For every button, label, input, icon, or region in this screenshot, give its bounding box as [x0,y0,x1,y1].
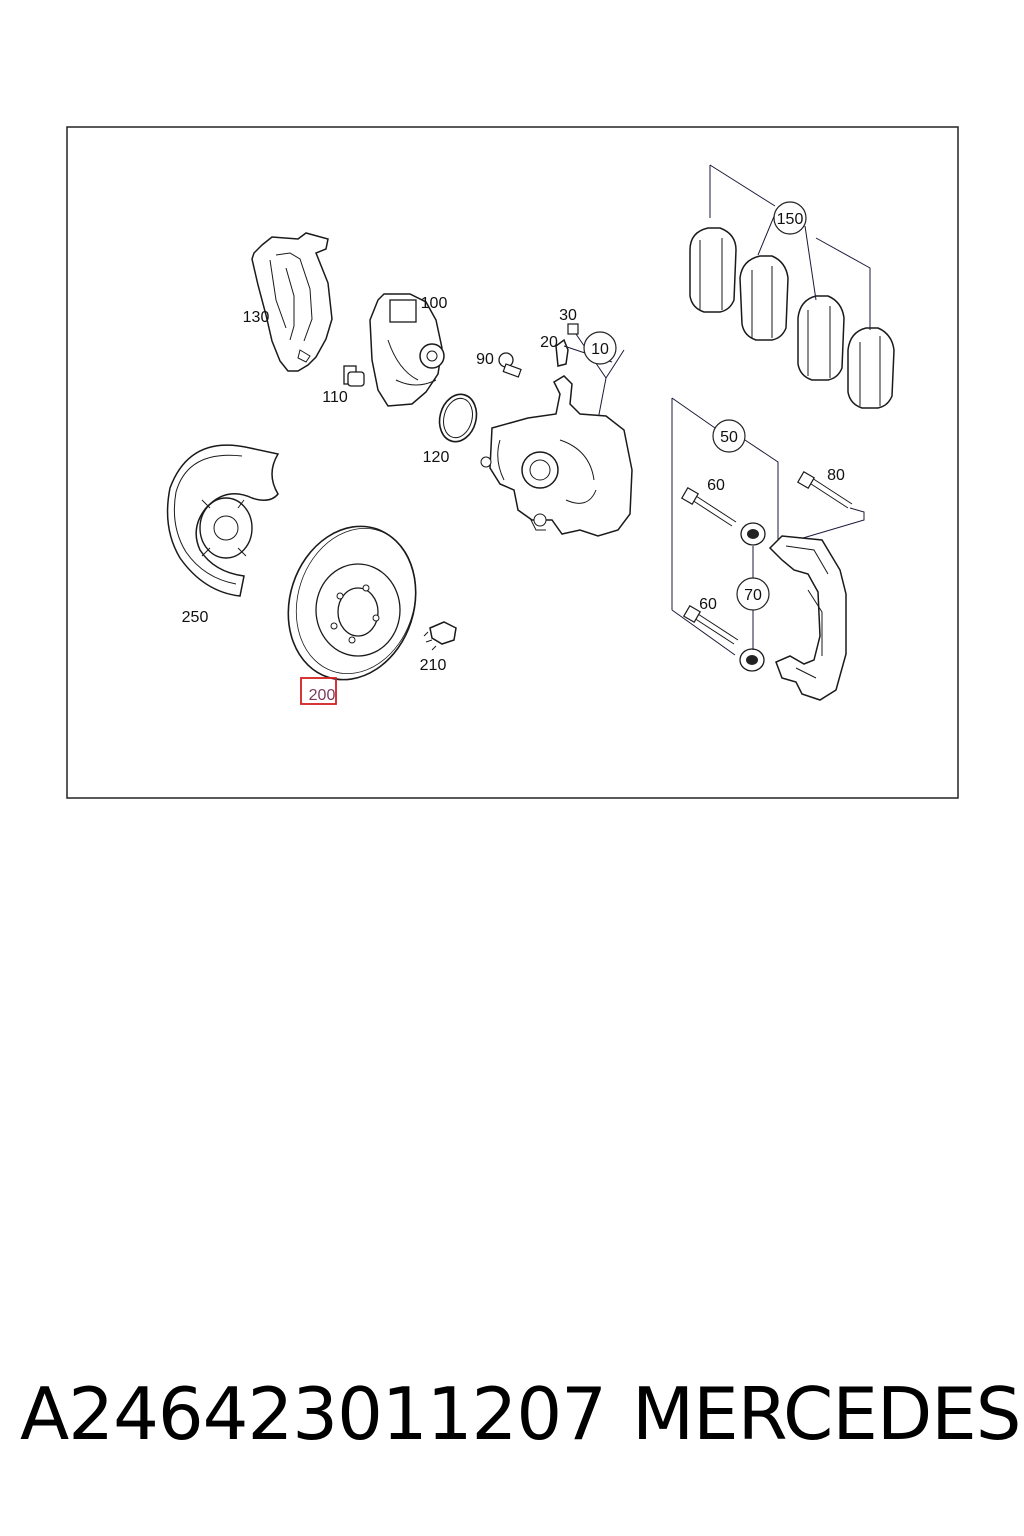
brake-parts-diagram: 150 130 100 110 120 90 30 20 [66,126,959,799]
brake-pads-set [689,227,895,409]
caliper-housing [480,375,633,537]
label-70: 70 [744,587,762,604]
part-number: A246423011207 [20,1372,607,1456]
label-210: 210 [420,657,447,674]
bracket-130 [251,232,333,372]
caliper-carrier [768,535,847,701]
label-150: 150 [777,211,804,228]
label-130: 130 [243,309,270,326]
label-250: 250 [182,609,209,626]
bolt-80 [775,470,865,547]
bolt-110 [343,365,365,387]
leader-150 [709,164,871,330]
leader-50 [671,397,779,656]
label-10: 10 [591,341,609,358]
leader-70 [736,546,770,650]
highlight-200 [300,677,337,705]
bolt-60-lower [682,604,765,672]
label-20: 20 [540,334,558,351]
label-30: 30 [559,307,577,324]
leader-10 [563,331,625,431]
label-110: 110 [322,389,348,406]
label-200: 200 [309,687,336,704]
screw-210 [423,621,457,651]
label-100: 100 [421,295,448,312]
label-80: 80 [827,467,845,484]
label-50: 50 [720,429,738,446]
cap-30 [567,323,579,335]
label-60-lower: 60 [699,596,717,613]
actuator-100 [369,293,445,407]
label-90: 90 [476,351,494,368]
bolt-60-upper [680,486,766,546]
label-60-upper: 60 [707,477,725,494]
label-120: 120 [423,449,450,466]
footer-caption: A246423011207 MERCEDES [0,1372,1024,1472]
backing-plate-250 [166,444,280,597]
o-ring-120 [438,393,478,443]
brand-name: MERCEDES [632,1372,1021,1456]
brake-disc-200 [287,525,417,681]
bolt-90 [498,352,522,378]
